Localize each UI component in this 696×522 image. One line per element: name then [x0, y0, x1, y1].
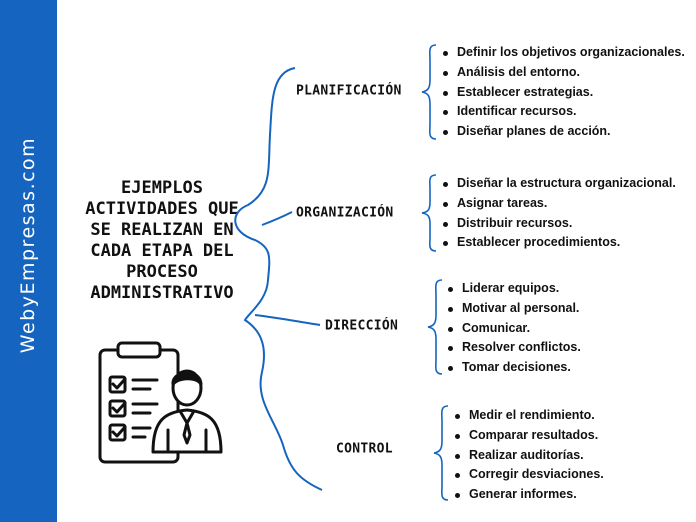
list-control: Medir el rendimiento. Comparar resultado… — [455, 406, 604, 505]
list-item: Motivar al personal. — [448, 299, 581, 319]
list-item: Tomar decisiones. — [448, 358, 581, 378]
main-title-line: SE REALIZAN EN — [90, 220, 234, 240]
list-organizacion: Diseñar la estructura organizacional. As… — [443, 174, 676, 253]
list-item: Establecer procedimientos. — [443, 233, 676, 253]
list-item: Resolver conflictos. — [448, 338, 581, 358]
branch-organizacion — [261, 211, 293, 226]
list-item: Comparar resultados. — [455, 426, 604, 446]
main-title-line: PROCESO — [126, 262, 198, 282]
list-item: Liderar equipos. — [448, 279, 581, 299]
main-title: EJEMPLOS ACTIVIDADES QUE SE REALIZAN EN … — [72, 178, 252, 304]
main-title-line: CADA ETAPA DEL — [90, 241, 234, 261]
stage-label-organizacion: ORGANIZACIÓN — [296, 205, 394, 221]
main-title-line: EJEMPLOS — [121, 178, 203, 198]
list-item: Comunicar. — [448, 319, 581, 339]
list-item: Distribuir recursos. — [443, 214, 676, 234]
list-item: Asignar tareas. — [443, 194, 676, 214]
brace-direccion — [427, 279, 443, 375]
brace-control — [433, 405, 449, 501]
main-title-line: ADMINISTRATIVO — [90, 283, 234, 303]
list-item: Realizar auditorías. — [455, 446, 604, 466]
stage-label-planificacion: PLANIFICACIÓN — [296, 83, 402, 99]
main-title-line: ACTIVIDADES QUE — [85, 199, 239, 219]
list-direccion: Liderar equipos. Motivar al personal. Co… — [448, 279, 581, 378]
stage-label-control: CONTROL — [336, 441, 393, 457]
stage-label-direccion: DIRECCIÓN — [325, 318, 399, 334]
list-item: Análisis del entorno. — [443, 63, 685, 83]
trunk-curve — [234, 67, 323, 491]
sidebar: WebyEmpresas.com — [0, 0, 57, 522]
branch-direccion — [254, 314, 321, 326]
list-item: Identificar recursos. — [443, 102, 685, 122]
brace-planificacion — [421, 44, 437, 140]
list-item: Medir el rendimiento. — [455, 406, 604, 426]
brace-organizacion — [421, 174, 437, 252]
list-item: Corregir desviaciones. — [455, 465, 604, 485]
list-planificacion: Definir los objetivos organizacionales. … — [443, 43, 685, 142]
list-item: Establecer estrategias. — [443, 83, 685, 103]
list-item: Diseñar la estructura organizacional. — [443, 174, 676, 194]
list-item: Diseñar planes de acción. — [443, 122, 685, 142]
list-item: Definir los objetivos organizacionales. — [443, 43, 685, 63]
list-item: Generar informes. — [455, 485, 604, 505]
checklist-manager-icon — [98, 341, 223, 464]
